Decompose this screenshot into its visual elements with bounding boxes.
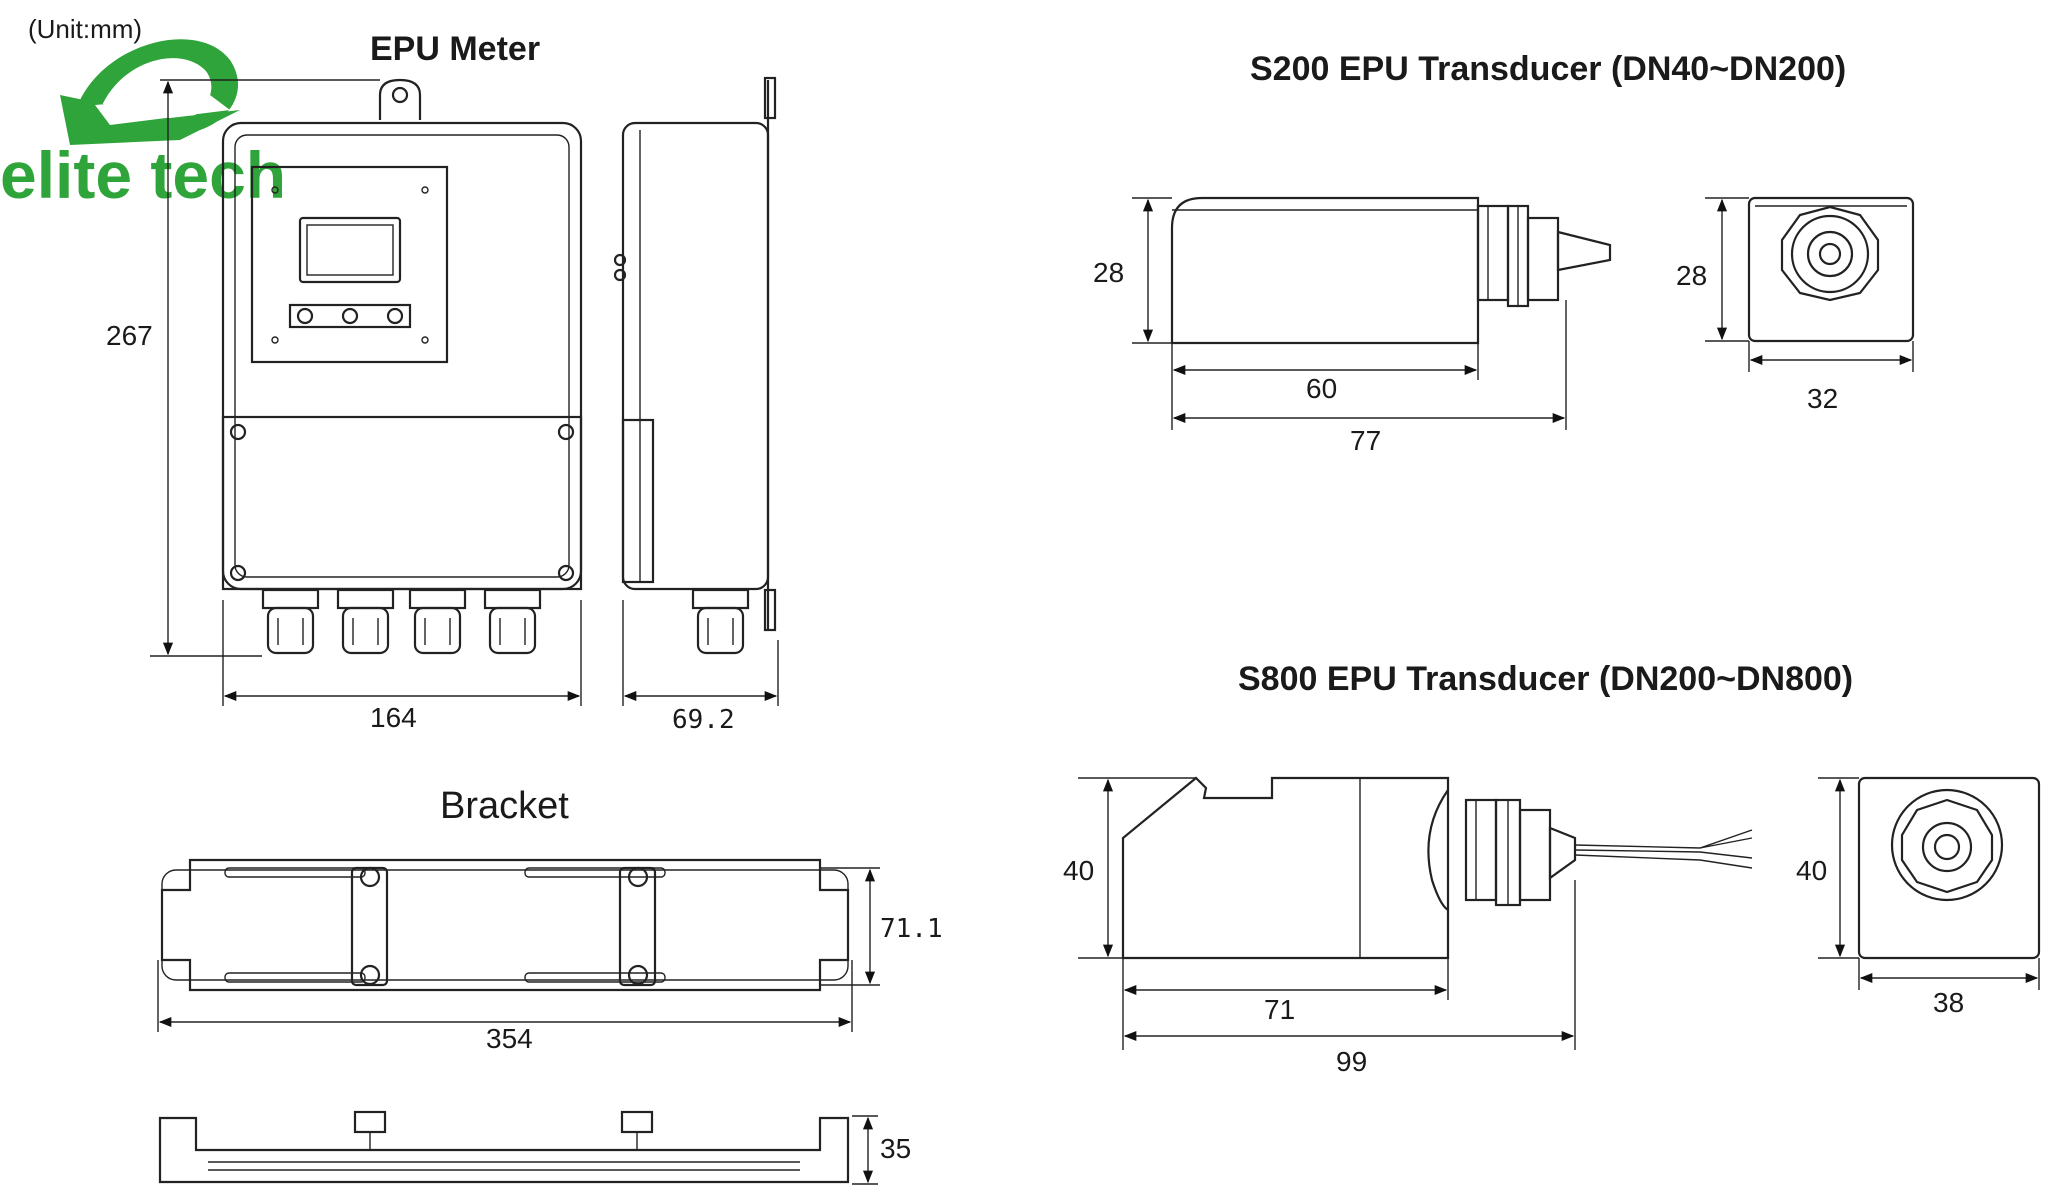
epu-meter-depth-label: 69.2	[672, 705, 735, 735]
s800-end-height-label: 40	[1796, 855, 1827, 886]
s800-end-view	[1857, 776, 2041, 960]
s800-height-label: 40	[1063, 855, 1094, 886]
s800-height-dim: 40	[1063, 777, 1196, 959]
s800-length-total-label: 99	[1336, 1046, 1367, 1077]
s200-length-total-label: 77	[1350, 425, 1381, 456]
s800-end-width-label: 38	[1933, 987, 1964, 1018]
bracket-top-view	[160, 858, 850, 992]
s800-length-body-dim: 71	[1122, 958, 1449, 1050]
s200-height-label: 28	[1093, 257, 1124, 288]
s200-end-height-label: 28	[1676, 260, 1707, 291]
epu-meter-front-view	[221, 78, 583, 655]
s200-length-body-dim: 60	[1171, 300, 1479, 430]
epu-meter-width-dim: 164	[222, 600, 582, 733]
s200-side-view	[1170, 196, 1612, 345]
unit-label: (Unit:mm)	[28, 14, 142, 44]
s200-length-body-label: 60	[1306, 373, 1337, 404]
epu-meter-height-dim: 267	[106, 79, 380, 657]
bracket-title: Bracket	[440, 785, 569, 827]
s800-length-body-label: 71	[1264, 994, 1295, 1025]
s200-length-total-dim: 77	[1172, 300, 1567, 456]
s200-end-view	[1747, 196, 1915, 343]
s800-end-width-dim: 38	[1858, 958, 2040, 1018]
bracket-thickness-label: 35	[880, 1133, 911, 1164]
s200-height-dim: 28	[1093, 197, 1172, 344]
s800-end-height-dim: 40	[1796, 777, 1859, 959]
bracket-length-label: 354	[486, 1023, 533, 1054]
s800-length-total-dim: 99	[1123, 880, 1576, 1077]
s800-title: S800 EPU Transducer (DN200~DN800)	[1238, 660, 1853, 698]
s200-end-width-dim: 32	[1748, 341, 1914, 414]
epu-meter-depth-dim: 69.2	[622, 600, 779, 735]
bracket-height-label: 71.1	[880, 914, 943, 944]
epu-meter-width-label: 164	[370, 702, 417, 733]
s200-title: S200 EPU Transducer (DN40~DN200)	[1250, 50, 1846, 88]
logo: elite tech	[0, 39, 286, 212]
bracket-height-dim: 71.1	[820, 867, 943, 986]
s200-end-height-dim: 28	[1676, 197, 1749, 342]
bracket-length-dim: 354	[157, 960, 853, 1054]
epu-meter-height-label: 267	[106, 320, 153, 351]
bracket-thickness-dim: 35	[852, 1115, 911, 1185]
epu-meter-title: EPU Meter	[370, 30, 540, 68]
bracket-side-view	[158, 1110, 850, 1184]
epu-meter-side-view	[613, 76, 777, 655]
s800-side-view	[1121, 776, 1753, 960]
s200-end-width-label: 32	[1807, 383, 1838, 414]
logo-text: elite tech	[0, 138, 286, 212]
